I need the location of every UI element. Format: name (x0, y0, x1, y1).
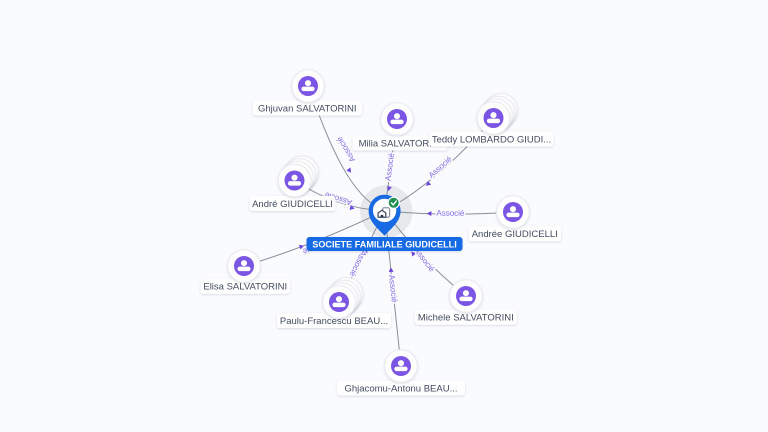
svg-text:Ghjacomu-Antonu BEAU...: Ghjacomu-Antonu BEAU... (345, 383, 458, 394)
svg-text:Michele SALVATORINI: Michele SALVATORINI (418, 312, 514, 323)
svg-text:Associé: Associé (436, 209, 465, 218)
svg-text:Teddy LOMBARDO GIUDI...: Teddy LOMBARDO GIUDI... (432, 134, 551, 145)
svg-text:Elisa SALVATORINI: Elisa SALVATORINI (203, 282, 287, 293)
svg-text:Andrée GIUDICELLI: Andrée GIUDICELLI (472, 229, 558, 240)
svg-text:Paulu-Francescu BEAU...: Paulu-Francescu BEAU... (280, 316, 388, 327)
svg-text:André GIUDICELLI: André GIUDICELLI (252, 199, 333, 210)
svg-text:SOCIETE FAMILIALE GIUDICELLI: SOCIETE FAMILIALE GIUDICELLI (312, 239, 457, 249)
svg-text:Ghjuvan SALVATORINI: Ghjuvan SALVATORINI (258, 103, 357, 114)
svg-text:Milia SALVATORINI: Milia SALVATORINI (359, 138, 442, 149)
